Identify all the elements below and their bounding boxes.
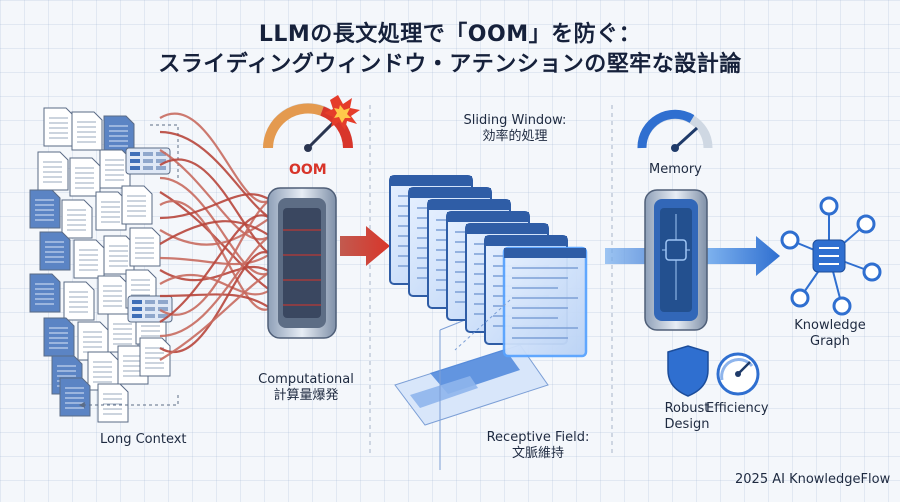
label-efficiency: Efficiency xyxy=(706,401,769,416)
document-icon xyxy=(37,151,69,191)
label-knowledge-graph-2: Graph xyxy=(810,334,850,349)
graph-network-icon xyxy=(780,196,882,316)
attention-wires xyxy=(159,112,271,361)
document-icon xyxy=(43,317,75,357)
wire-line xyxy=(159,217,271,246)
arrow-to-graph-blue xyxy=(706,236,780,276)
page-title-line2: スライディングウィンドウ・アテンションの堅牢な設計論 xyxy=(158,52,742,77)
shield-icon xyxy=(667,345,709,397)
document-icon xyxy=(95,191,127,231)
document-icon xyxy=(121,185,153,225)
window-panel xyxy=(502,246,588,358)
credit-text: 2025 AI KnowledgeFlow xyxy=(735,472,891,487)
arrow-to-window-red xyxy=(340,226,390,266)
label-knowledge-graph-1: Knowledge xyxy=(794,318,866,333)
label-sliding-window: Sliding Window: 効率的処理 xyxy=(455,113,575,145)
document-icon xyxy=(63,281,95,321)
label-design: Design xyxy=(664,417,710,432)
wire-line xyxy=(159,265,271,282)
wire-line xyxy=(159,199,271,316)
document-icon xyxy=(103,235,135,275)
document-icon xyxy=(43,107,75,147)
wire-line xyxy=(159,191,271,291)
speedometer-icon xyxy=(716,352,760,396)
wire-line xyxy=(159,193,271,220)
graph-node xyxy=(819,196,839,216)
label-receptive-field-jp: 文脈維持 xyxy=(511,446,564,461)
wire-line xyxy=(159,220,271,245)
receptive-field-plane xyxy=(394,319,549,470)
label-robust-design: Robust Design xyxy=(652,401,722,433)
label-long-context: Long Context xyxy=(100,432,187,447)
label-sliding-window-en: Sliding Window: xyxy=(463,113,567,128)
graph-node xyxy=(780,230,800,250)
server-overloaded-icon xyxy=(267,187,337,339)
document-icon xyxy=(71,111,103,151)
wire-line xyxy=(159,158,271,255)
wire-line xyxy=(159,253,271,266)
dashed-connector-bottom xyxy=(78,395,179,408)
document-icon xyxy=(97,275,129,315)
graph-node xyxy=(832,296,852,316)
memory-gauge-icon xyxy=(637,109,713,152)
wire-line xyxy=(159,149,271,241)
page-title-line1: LLMの長文処理で「OOM」を防ぐ： xyxy=(258,22,642,47)
wire-line xyxy=(159,214,271,323)
wire-line xyxy=(159,235,271,338)
wire-line xyxy=(159,112,271,204)
document-icon xyxy=(29,273,61,313)
document-icon xyxy=(129,227,161,267)
label-computational: Computational 計算量爆発 xyxy=(250,372,362,404)
label-sliding-window-jp: 効率的処理 xyxy=(482,129,548,144)
label-computational-en: Computational xyxy=(258,372,354,387)
server-efficient-icon xyxy=(644,189,708,331)
label-memory: Memory xyxy=(649,162,702,177)
graph-node xyxy=(862,262,882,282)
document-icon xyxy=(39,231,71,271)
document-icon xyxy=(61,199,93,239)
document-icon xyxy=(103,115,135,155)
document-icon xyxy=(73,239,105,279)
document-icon xyxy=(69,157,101,197)
label-receptive-field: Receptive Field: 文脈維持 xyxy=(478,430,598,462)
wire-line xyxy=(159,251,271,353)
field-connector xyxy=(454,299,511,351)
label-computational-jp: 計算量爆発 xyxy=(273,388,339,403)
table-card-icon xyxy=(127,295,173,323)
wire-line xyxy=(159,273,271,296)
long-context-documents xyxy=(29,107,173,423)
graph-node xyxy=(790,288,810,308)
window-stack-icon xyxy=(389,175,588,358)
wire-line xyxy=(159,176,271,276)
label-robust: Robust xyxy=(664,401,710,416)
wire-line xyxy=(159,271,271,361)
graph-node xyxy=(856,214,876,234)
explosion-icon xyxy=(324,95,360,130)
label-knowledge-graph: Knowledge Graph xyxy=(790,318,870,350)
document-icon xyxy=(59,377,91,417)
document-icon xyxy=(97,383,129,423)
label-oom: OOM xyxy=(289,162,327,178)
label-receptive-field-en: Receptive Field: xyxy=(486,430,590,445)
document-icon xyxy=(139,337,171,377)
table-card-icon xyxy=(125,147,171,175)
document-icon xyxy=(29,189,61,229)
